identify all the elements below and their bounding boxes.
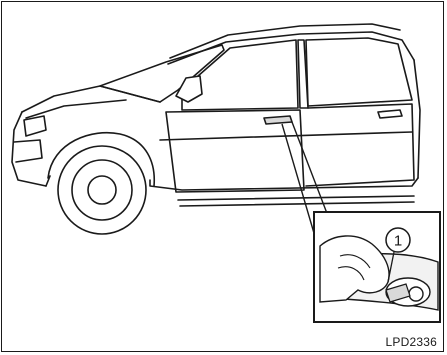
- figure-code: LPD2336: [386, 335, 437, 349]
- callout-number: 1: [394, 233, 402, 250]
- headlight: [24, 116, 46, 136]
- hood: [22, 86, 160, 112]
- rear-window: [306, 38, 412, 106]
- front-window: [182, 40, 298, 110]
- side-step: [178, 196, 414, 206]
- side-mirror: [176, 76, 202, 102]
- front-tire: [58, 146, 146, 234]
- rear-edge: [414, 60, 420, 178]
- rear-door-handle: [378, 110, 402, 118]
- detail-inset: 1: [314, 212, 440, 322]
- front-door-handle: [264, 116, 292, 124]
- key-cylinder-icon: [386, 278, 430, 306]
- windshield: [100, 45, 224, 102]
- grille: [14, 140, 42, 162]
- roof-line: [168, 32, 414, 64]
